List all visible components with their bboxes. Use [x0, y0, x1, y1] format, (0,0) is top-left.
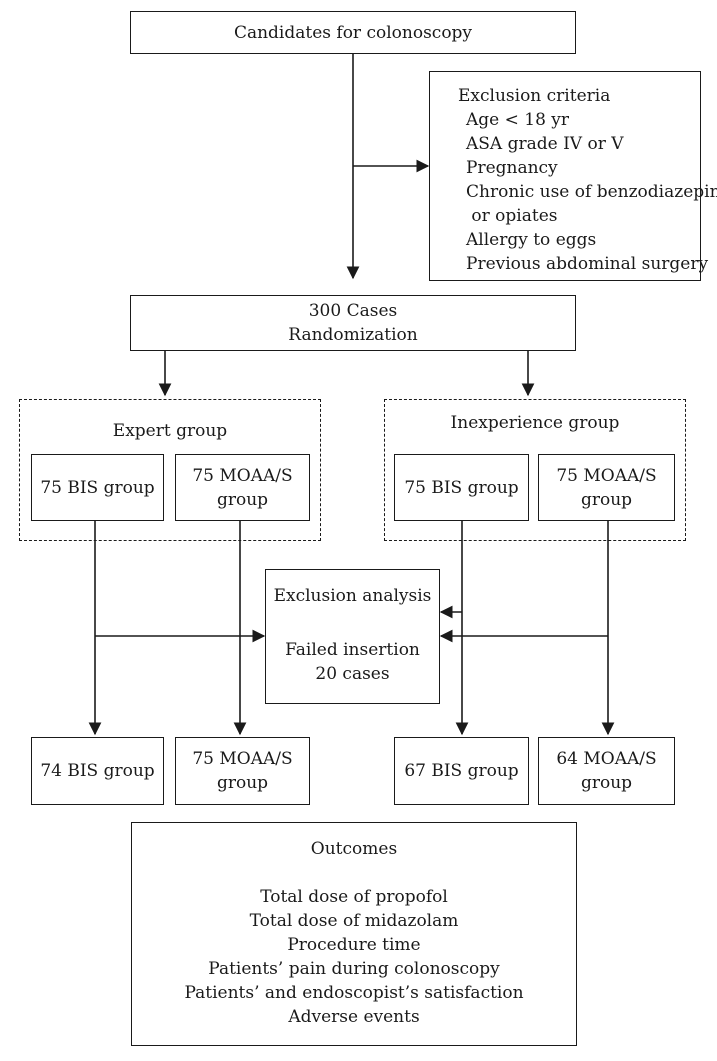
failed-insertion-count: 20 cases [315, 664, 390, 684]
final-expert-moaas-label-2: group [216, 773, 269, 793]
outcomes-title: Outcomes [310, 839, 398, 859]
failed-insertion-label: Failed insertion [285, 640, 420, 660]
inexperience-moaas-box: 75 MOAA/S group [538, 454, 675, 521]
exclusion-criteria-title: Exclusion criteria [458, 86, 611, 106]
final-inexperience-bis-label: 67 BIS group [404, 761, 519, 781]
outcome-item: Patients’ and endoscopist’s satisfaction [184, 983, 524, 1003]
outcome-item: Procedure time [287, 935, 421, 955]
exclusion-item: ASA grade IV or V [466, 134, 624, 154]
randomization-box: 300 Cases Randomization [130, 295, 576, 351]
candidates-box: Candidates for colonoscopy [130, 11, 576, 54]
final-expert-moaas-box: 75 MOAA/S group [175, 737, 310, 805]
exclusion-item: or opiates [466, 206, 558, 226]
randomization-label: Randomization [288, 325, 418, 345]
exclusion-criteria-list: Age < 18 yr ASA grade IV or V Pregnancy … [466, 108, 717, 276]
inexperience-group-label: Inexperience group [450, 413, 620, 433]
outcome-item: Total dose of midazolam [249, 911, 459, 931]
exclusion-item: Allergy to eggs [466, 230, 597, 250]
candidates-label: Candidates for colonoscopy [233, 22, 473, 43]
inexperience-bis-label: 75 BIS group [404, 477, 519, 498]
expert-bis-box: 75 BIS group [31, 454, 164, 521]
outcome-item: Total dose of propofol [260, 887, 448, 907]
final-inexperience-moaas-box: 64 MOAA/S group [538, 737, 675, 805]
exclusion-item: Age < 18 yr [466, 110, 570, 130]
final-expert-moaas-label: 75 MOAA/S [192, 749, 293, 769]
exclusion-item: Chronic use of benzodiazepine [466, 182, 717, 202]
exclusion-analysis-box: Exclusion analysis Failed insertion 20 c… [265, 569, 440, 704]
exclusion-item: Previous abdominal surgery [466, 254, 709, 274]
final-inexperience-moaas-label-2: group [580, 773, 633, 793]
expert-moaas-box: 75 MOAA/S group [175, 454, 310, 521]
inexperience-group-container [384, 399, 686, 541]
expert-group-label: Expert group [112, 421, 228, 441]
expert-moaas-label: 75 MOAA/S [192, 465, 293, 486]
outcome-item: Patients’ pain during colonoscopy [208, 959, 500, 979]
exclusion-analysis-title: Exclusion analysis [273, 586, 432, 606]
exclusion-item: Pregnancy [466, 158, 558, 178]
inexperience-moaas-label-2: group [580, 489, 633, 510]
cases-count: 300 Cases [308, 301, 398, 321]
inexperience-bis-box: 75 BIS group [394, 454, 529, 521]
final-expert-bis-label: 74 BIS group [40, 761, 155, 781]
final-inexperience-bis-box: 67 BIS group [394, 737, 529, 805]
final-expert-bis-box: 74 BIS group [31, 737, 164, 805]
expert-bis-label: 75 BIS group [40, 477, 155, 498]
exclusion-criteria-box: Exclusion criteria Age < 18 yr ASA grade… [429, 71, 717, 281]
inexperience-moaas-label: 75 MOAA/S [556, 465, 657, 486]
final-inexperience-moaas-label: 64 MOAA/S [556, 749, 657, 769]
expert-group-container [19, 399, 321, 541]
expert-moaas-label-2: group [216, 489, 269, 510]
outcome-item: Adverse events [288, 1007, 420, 1027]
outcomes-box: Outcomes Total dose of propofol Total do… [131, 822, 577, 1046]
